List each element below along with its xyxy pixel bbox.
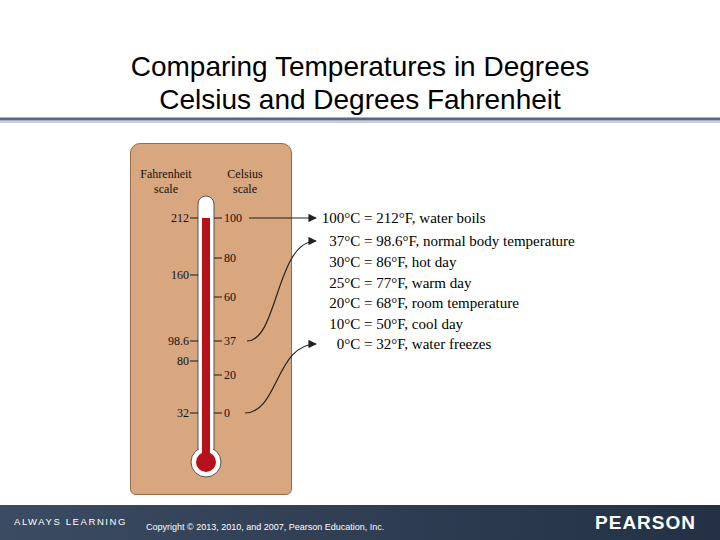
celsius-tick-label: 100 — [224, 211, 264, 225]
leader-arrows — [245, 218, 316, 413]
scale-heading: Fahrenheit scale — [135, 167, 197, 197]
scale-heading: Celsius scale — [219, 167, 271, 197]
thermometer-board: Fahrenheit scale Celsius scale 212 160 98.6 8… — [130, 143, 292, 495]
title-rule-shadow — [0, 121, 720, 123]
celsius-tick-label: 80 — [224, 251, 264, 265]
fahrenheit-ticks — [190, 218, 198, 413]
fahrenheit-tick-label: 212 — [139, 211, 189, 225]
copyright-note: Copyright © 2013, 2010, and 2007, Pearso… — [146, 521, 384, 533]
thermometer-tube — [198, 196, 214, 458]
temperature-note: 100°C = 212°F, water boils — [322, 209, 486, 227]
temperature-note: 10°C = 50°F, cool day — [329, 315, 463, 333]
slide-title: Comparing Temperatures in Degrees Celsiu… — [100, 50, 620, 116]
temperature-note: 0°C = 32°F, water freezes — [337, 335, 492, 353]
celsius-tick-label: 0 — [224, 406, 264, 420]
publisher-logo: PEARSON — [595, 510, 696, 535]
mercury-column — [202, 218, 210, 458]
fahrenheit-tick-label: 160 — [139, 268, 189, 282]
temperature-note: 20°C = 68°F, room temperature — [329, 294, 519, 312]
brand-tagline: ALWAYS LEARNING — [14, 516, 127, 528]
fahrenheit-tick-label: 32 — [139, 406, 189, 420]
fahrenheit-tick-label: 98.6 — [139, 334, 189, 348]
temperature-note: 37°C = 98.6°F, normal body temperature — [329, 232, 574, 250]
celsius-tick-label: 37 — [224, 334, 264, 348]
fahrenheit-tick-label: 80 — [139, 354, 189, 368]
thermometer-bulb — [191, 447, 221, 477]
mercury-bulb — [196, 452, 216, 472]
leader-arrow — [247, 241, 316, 341]
temperature-note: 30°C = 86°F, hot day — [329, 253, 456, 271]
celsius-tick-label: 60 — [224, 290, 264, 304]
celsius-tick-label: 20 — [224, 368, 264, 382]
footer-bar — [0, 505, 720, 540]
leader-arrow — [249, 217, 316, 218]
tube-joint — [199, 440, 213, 454]
thermometer — [190, 196, 222, 477]
leader-arrow — [245, 344, 316, 413]
title-rule — [0, 118, 720, 121]
temperature-note: 25°C = 77°F, warm day — [329, 274, 471, 292]
celsius-ticks — [214, 218, 222, 413]
